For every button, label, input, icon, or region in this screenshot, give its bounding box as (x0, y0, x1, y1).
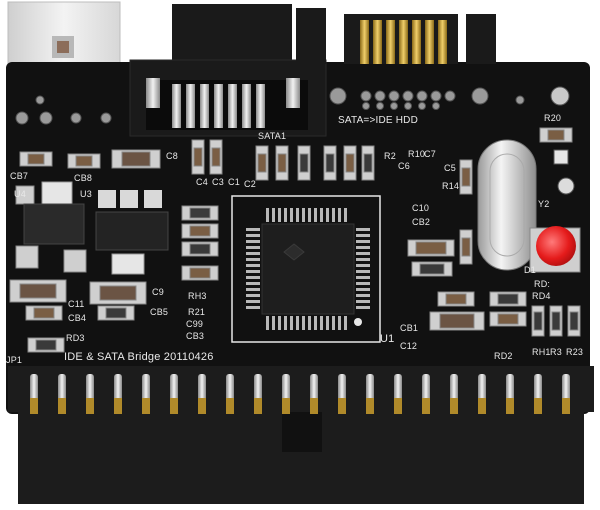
label-rh1: RH1 (532, 347, 551, 357)
label-c5: C5 (444, 163, 456, 173)
label-rd: RD: (534, 279, 551, 289)
label-cb8: CB8 (74, 173, 93, 183)
board-title: IDE & SATA Bridge 20110426 (64, 351, 214, 363)
label-cb3: CB3 (186, 331, 205, 341)
sata-power-connector (344, 14, 496, 64)
label-rd2: RD2 (494, 351, 513, 361)
sata-data-connector (129, 4, 327, 137)
label-cb2: CB2 (412, 217, 431, 227)
label-c11: C11 (68, 299, 85, 309)
label-r14: R14 (442, 181, 460, 191)
label-rh3: RH3 (188, 291, 207, 301)
label-c99: C99 (186, 319, 204, 329)
label-rd4: RD4 (532, 291, 551, 301)
label-c10: C10 (412, 203, 430, 213)
label-d1: D1 (524, 265, 536, 275)
label-c3: C3 (212, 177, 224, 187)
solder-pads (15, 86, 575, 195)
label-c6: C6 (398, 161, 410, 171)
crystal-oscillator (477, 139, 537, 271)
label-r21: R21 (188, 307, 206, 317)
led-indicator (529, 226, 581, 273)
label-y2: Y2 (538, 199, 550, 209)
label-cb5: CB5 (150, 307, 169, 317)
label-sata1: SATA1 (258, 131, 287, 141)
label-r23: R23 (566, 347, 584, 357)
label-direction: SATA=>IDE HDD (338, 115, 419, 126)
label-jp1: JP1 (6, 355, 23, 365)
label-u3: U3 (80, 189, 92, 199)
label-r20: R20 (544, 113, 562, 123)
smd-components (9, 127, 581, 353)
voltage-regulator (23, 181, 169, 275)
label-cb1: CB1 (400, 323, 419, 333)
label-u1: U1 (380, 333, 395, 345)
label-c2: C2 (244, 179, 256, 189)
label-c8: C8 (166, 151, 178, 161)
label-rd3: RD3 (66, 333, 85, 343)
label-r3: R3 (550, 347, 562, 357)
label-c7: C7 (424, 149, 436, 159)
label-c9: C9 (152, 287, 164, 297)
label-r2: R2 (384, 151, 396, 161)
main-ic-chip (231, 195, 381, 343)
label-c4: C4 (196, 177, 208, 187)
label-cb4: CB4 (68, 313, 87, 323)
label-r10: R10 (408, 149, 426, 159)
label-cb7: CB7 (10, 171, 29, 181)
label-u4: U4 (14, 189, 26, 199)
power-connector (7, 1, 121, 67)
ide-connector (8, 366, 594, 504)
label-c1: C1 (228, 177, 240, 187)
label-c12: C12 (400, 341, 418, 351)
